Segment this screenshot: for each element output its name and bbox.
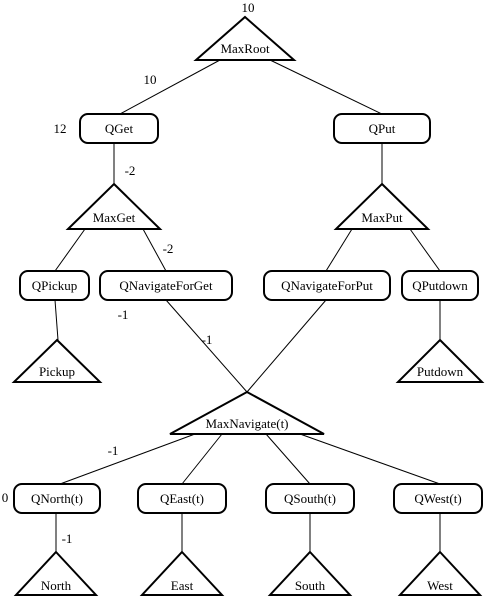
value-maxroot-top: 10 — [242, 0, 255, 15]
west-label: West — [427, 578, 453, 593]
value-edge-qget-maxget: -2 — [125, 163, 136, 178]
putdown-node: Putdown — [395, 338, 485, 383]
edge-maxroot-qput — [269, 59, 383, 115]
edge-maxput-qnavigateforput — [325, 228, 353, 272]
maxput-label: MaxPut — [361, 210, 403, 225]
value-edge-maxnav-qnorth: -1 — [108, 443, 119, 458]
west-node: West — [397, 550, 483, 596]
maxnavigate-label: MaxNavigate(t) — [205, 416, 288, 431]
edge-maxnavigate-qeast — [181, 433, 223, 485]
edge-maxget-qpickup — [54, 228, 86, 272]
south-label: South — [295, 578, 326, 593]
value-edge-qnorth-north: -1 — [62, 531, 73, 546]
pickup-node: Pickup — [11, 338, 103, 383]
qpickup-node: QPickup — [19, 270, 90, 301]
edge-maxput-qputdown — [409, 228, 441, 272]
maxnavigate-node: MaxNavigate(t) — [169, 390, 325, 435]
qeast-label: QEast(t) — [160, 491, 204, 506]
edge-maxnavigate-qwest — [299, 433, 441, 485]
qwest-label: QWest(t) — [414, 491, 461, 506]
qsouth-node: QSouth(t) — [265, 483, 355, 514]
value-labels: 10 10 12 -2 -2 -1 -1 -1 0 -1 — [2, 0, 255, 546]
qput-node: QPut — [333, 113, 431, 144]
maxroot-label: MaxRoot — [220, 41, 270, 56]
qnavigateforput-node: QNavigateForPut — [263, 270, 391, 301]
edge-qnavigateforput-maxnavigate — [246, 299, 327, 393]
qwest-node: QWest(t) — [393, 483, 483, 514]
south-node: South — [267, 550, 353, 596]
qpickup-label: QPickup — [32, 278, 78, 293]
pickup-label: Pickup — [39, 364, 75, 379]
qeast-node: QEast(t) — [137, 483, 227, 514]
qnavigateforget-node: QNavigateForGet — [99, 270, 233, 301]
value-edge-maxget-qnavforget: -2 — [163, 241, 174, 256]
qget-label: QGet — [105, 121, 134, 136]
edges — [54, 59, 441, 552]
north-label: North — [41, 578, 72, 593]
qsouth-label: QSouth(t) — [284, 491, 336, 506]
edge-maxnavigate-qsouth — [265, 433, 311, 485]
qget-node: QGet — [79, 113, 159, 144]
edge-maxnavigate-qnorth — [59, 433, 196, 485]
east-node: East — [139, 550, 225, 596]
edge-qpickup-pickup — [54, 299, 59, 341]
value-edge-maxroot-qget: 10 — [144, 72, 157, 87]
east-label: East — [171, 578, 194, 593]
putdown-label: Putdown — [417, 364, 464, 379]
maxroot-node: MaxRoot — [193, 15, 297, 61]
edge-maxroot-qget — [119, 59, 221, 115]
qnorth-node: QNorth(t) — [13, 483, 101, 514]
edge-qnavigateforget-maxnavigate — [165, 299, 248, 393]
maxget-node: MaxGet — [65, 182, 163, 230]
qnavigateforput-label: QNavigateForPut — [281, 278, 373, 293]
qnavigateforget-label: QNavigateForGet — [119, 278, 213, 293]
qputdown-label: QPutdown — [412, 278, 468, 293]
value-qnavforget-below: -1 — [118, 307, 129, 322]
north-node: North — [13, 550, 99, 596]
value-qget-left: 12 — [54, 121, 67, 136]
qput-label: QPut — [369, 121, 396, 136]
qnorth-label: QNorth(t) — [31, 491, 83, 506]
value-qnorth-left: 0 — [2, 490, 9, 505]
maxput-node: MaxPut — [333, 182, 431, 230]
edge-maxget-qnavigateforget — [142, 228, 167, 272]
value-edge-qnavforget-maxnav: -1 — [202, 332, 213, 347]
qputdown-node: QPutdown — [401, 270, 479, 301]
maxget-label: MaxGet — [93, 210, 136, 225]
